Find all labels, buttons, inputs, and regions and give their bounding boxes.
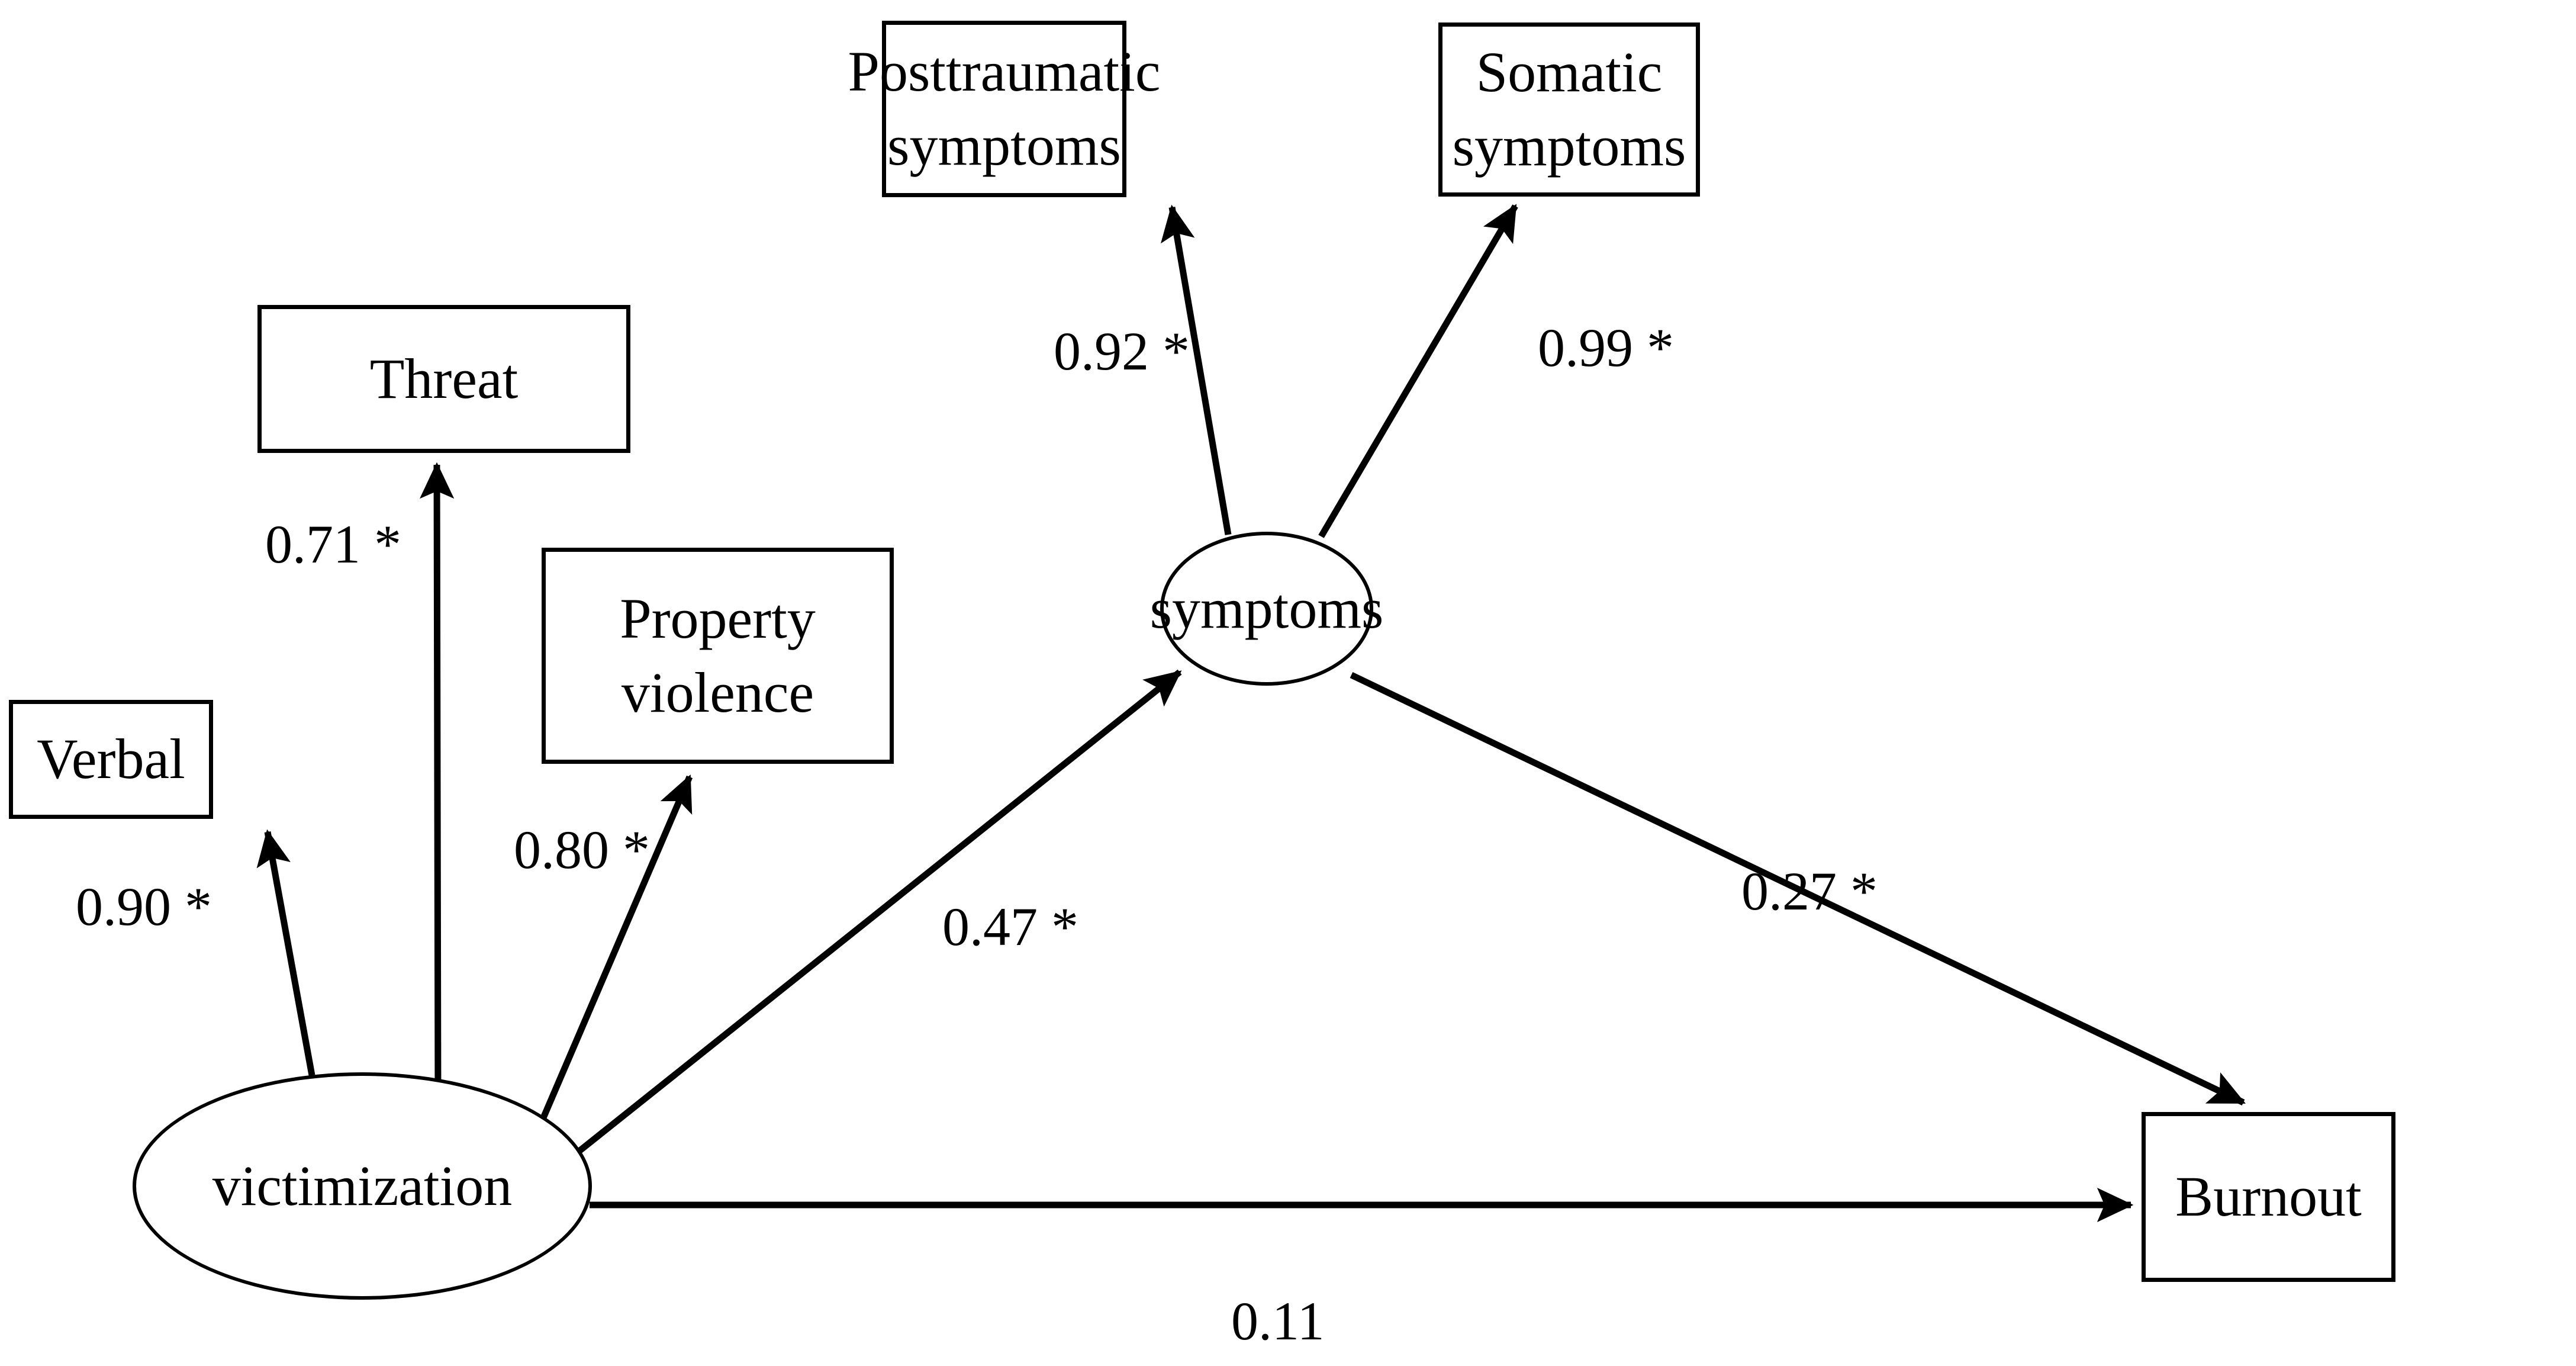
node-property-violence-label-line2: violence (621, 660, 814, 724)
node-threat[interactable]: Threat (257, 305, 630, 453)
edge-victimization-to-verbal (256, 829, 315, 1076)
edge-victimization-to-threat (419, 462, 455, 1107)
node-symptoms[interactable]: symptoms (1150, 532, 1383, 686)
node-threat-label: Threat (369, 346, 519, 410)
node-verbal-label: Verbal (37, 727, 185, 791)
edge-label-victimization-to-threat: 0.71 * (265, 514, 401, 574)
node-somatic-symptoms-label-line2: symptoms (1452, 114, 1686, 178)
node-property-violence[interactable]: Property violence (542, 548, 894, 764)
edge-victimization-to-symptoms (569, 669, 1182, 1160)
edge-label-victimization-to-burnout: 0.11 (1231, 1291, 1325, 1351)
edge-label-symptoms-to-posttraumatic: 0.92 * (1054, 321, 1190, 381)
edge-symptoms-to-posttraumatic (1160, 204, 1232, 535)
edge-label-symptoms-to-somatic: 0.99 * (1538, 317, 1674, 378)
node-posttraumatic-symptoms-label-line2: symptoms (887, 114, 1121, 177)
edge-symptoms-to-burnout (1350, 672, 2246, 1105)
node-victimization[interactable]: victimization (133, 1072, 592, 1300)
node-burnout[interactable]: Burnout (2142, 1112, 2395, 1282)
node-symptoms-label: symptoms (1149, 577, 1384, 641)
node-posttraumatic-symptoms[interactable]: Posttraumatic symptoms (848, 21, 1160, 197)
node-burnout-label: Burnout (2175, 1165, 2362, 1229)
edge-label-victimization-to-property: 0.80 * (514, 819, 650, 880)
node-somatic-symptoms-label-line1: Somatic (1476, 40, 1663, 104)
node-property-violence-label-line1: Property (620, 586, 816, 650)
node-verbal[interactable]: Verbal (9, 700, 213, 819)
node-somatic-symptoms[interactable]: Somatic symptoms (1438, 23, 1700, 197)
edge-label-victimization-to-verbal: 0.90 * (76, 876, 212, 937)
edge-victimization-to-property (532, 774, 693, 1137)
edge-label-symptoms-to-burnout: 0.27 * (1741, 861, 1878, 921)
node-posttraumatic-symptoms-label-line1: Posttraumatic (848, 40, 1161, 104)
edge-label-victimization-to-symptoms: 0.47 * (942, 896, 1078, 957)
node-victimization-label: victimization (212, 1154, 513, 1218)
edge-symptoms-to-somatic (1318, 204, 1518, 538)
